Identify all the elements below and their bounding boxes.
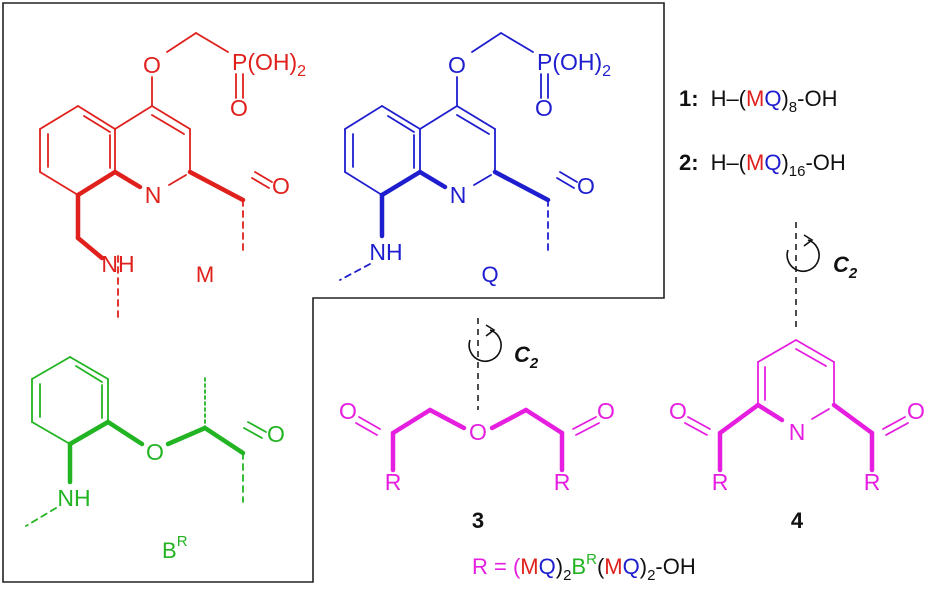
- linker-4-c2-label: C2: [833, 252, 858, 282]
- linker-3-rotation-arrow: [468, 329, 502, 363]
- linker-3-o-right: O: [597, 398, 615, 424]
- monomer-q-bonds: [339, 32, 578, 281]
- monomer-b-backbone: [67, 419, 246, 485]
- monomer-q-o-oxo: O: [535, 95, 553, 121]
- monomer-m-structure: O P(OH)2 O N O NH M: [39, 32, 306, 321]
- monomer-m-bonds: [39, 32, 273, 321]
- monomer-m-n-ring: N: [145, 182, 162, 208]
- monomer-b-nh: NH: [57, 485, 90, 511]
- linker-4-symmetry: C2: [786, 222, 858, 332]
- monomer-m-o-carbonyl: O: [272, 173, 290, 199]
- linker-3-r-right: R: [554, 469, 571, 495]
- monomer-b-label: BR: [162, 533, 188, 563]
- linker-3-o-center: O: [469, 419, 487, 445]
- linker-3-number: 3: [472, 508, 484, 533]
- linker-3-backbone: [390, 407, 565, 473]
- linker-4-structure: O N O R R: [669, 339, 925, 495]
- monomer-m-nh: NH: [101, 251, 134, 277]
- linker-4-bonds: [684, 339, 909, 436]
- linker-4-o-left: O: [669, 398, 687, 424]
- sequence-1: 1:H–(MQ)8-OH: [679, 86, 837, 116]
- linker-4-r-left: R: [712, 469, 729, 495]
- linker-4-o-right: O: [907, 398, 925, 424]
- sequence-list: 1:H–(MQ)8-OH 2:H–(MQ)16-OH: [679, 86, 846, 180]
- monomer-m-o-ether: O: [143, 52, 161, 78]
- sequence-2: 2:H–(MQ)16-OH: [679, 150, 846, 180]
- monomer-m-backbone: [75, 169, 246, 261]
- monomer-q-backbone: [379, 169, 551, 239]
- monomer-q-phosphonate: P(OH)2: [537, 49, 611, 80]
- monomer-b-bonds: [25, 356, 267, 527]
- monomer-q-nh: NH: [369, 239, 402, 265]
- linker-4-rotation-arrow: [786, 239, 820, 273]
- monomer-q-o-ether: O: [448, 52, 466, 78]
- monomer-q-label: Q: [481, 262, 498, 287]
- monomer-q-structure: O P(OH)2 O N O NH Q: [339, 32, 611, 287]
- linker-3-arrow-head: [485, 324, 496, 337]
- linker-4-arrow-head: [803, 234, 814, 247]
- linker-4-r-right: R: [864, 469, 881, 495]
- r-definition: R = (MQ)2BR(MQ)2-OH: [472, 551, 696, 584]
- monomer-m-label: M: [196, 262, 214, 287]
- monomer-b-o-ether: O: [146, 439, 164, 465]
- linker-3-structure: O O O R R: [339, 398, 615, 495]
- linker-3-bonds: [355, 416, 600, 436]
- monomer-frame: [2, 2, 665, 583]
- monomer-b-structure: O O NH BR: [25, 356, 285, 563]
- linker-3-o-left: O: [339, 398, 357, 424]
- monomer-m-phosphonate: P(OH)2: [232, 49, 306, 80]
- linker-4-number: 4: [791, 508, 804, 533]
- linker-4-n-ring: N: [789, 419, 806, 445]
- monomer-q-n-ring: N: [450, 182, 467, 208]
- linker-3-c2-label: C2: [514, 342, 539, 372]
- monomer-q-o-carbonyl: O: [577, 173, 595, 199]
- linker-3-symmetry: C2: [468, 318, 539, 410]
- linker-3-r-left: R: [385, 469, 402, 495]
- linker-4-backbone: [717, 402, 875, 473]
- monomer-b-o-carbonyl: O: [267, 421, 285, 447]
- monomer-m-o-oxo: O: [230, 95, 248, 121]
